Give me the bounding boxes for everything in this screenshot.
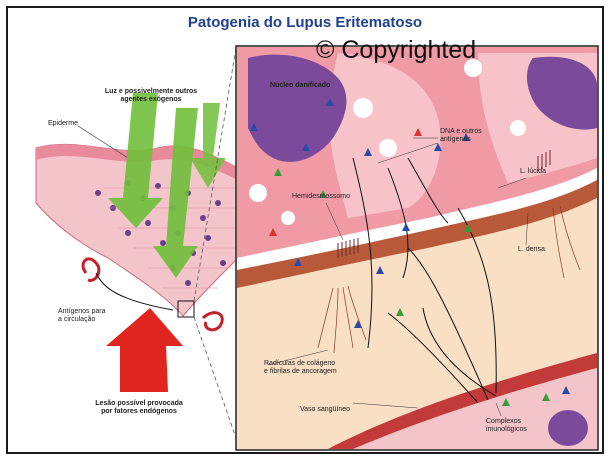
slide-frame: Patogenia do Lupus Eritematoso [6,6,604,454]
label-dna-antigens: DNA e outros antígenos [440,128,482,144]
label-lamina-densa: L. densa [518,246,545,254]
label-epiderme: Epiderme [48,120,78,128]
label-immune-complexes: Complexos imunológicos [486,418,527,434]
label-light: Luz e possivelmente outros agentes exóge… [96,88,206,104]
label-antigens-circulation: Antígenos para a circulação [58,308,105,324]
label-damaged-nucleus: Núcleo danificado [270,82,330,90]
label-lamina-lucida: L. lúcida [520,168,546,176]
label-blood-vessel: Vaso sangüíneo [300,406,350,414]
label-collagen-rootlets: Radículas de colágeno e fibrilas de anco… [264,360,337,376]
copyright-watermark: © Copyrighted [316,36,476,65]
label-hemidesmosome: Hemidesmossomo [292,193,350,201]
label-endogenous-lesion: Lesão possível provocada por fatores end… [74,400,204,416]
pathogenesis-illustration [8,8,602,452]
endogenous-arrow [106,308,183,392]
